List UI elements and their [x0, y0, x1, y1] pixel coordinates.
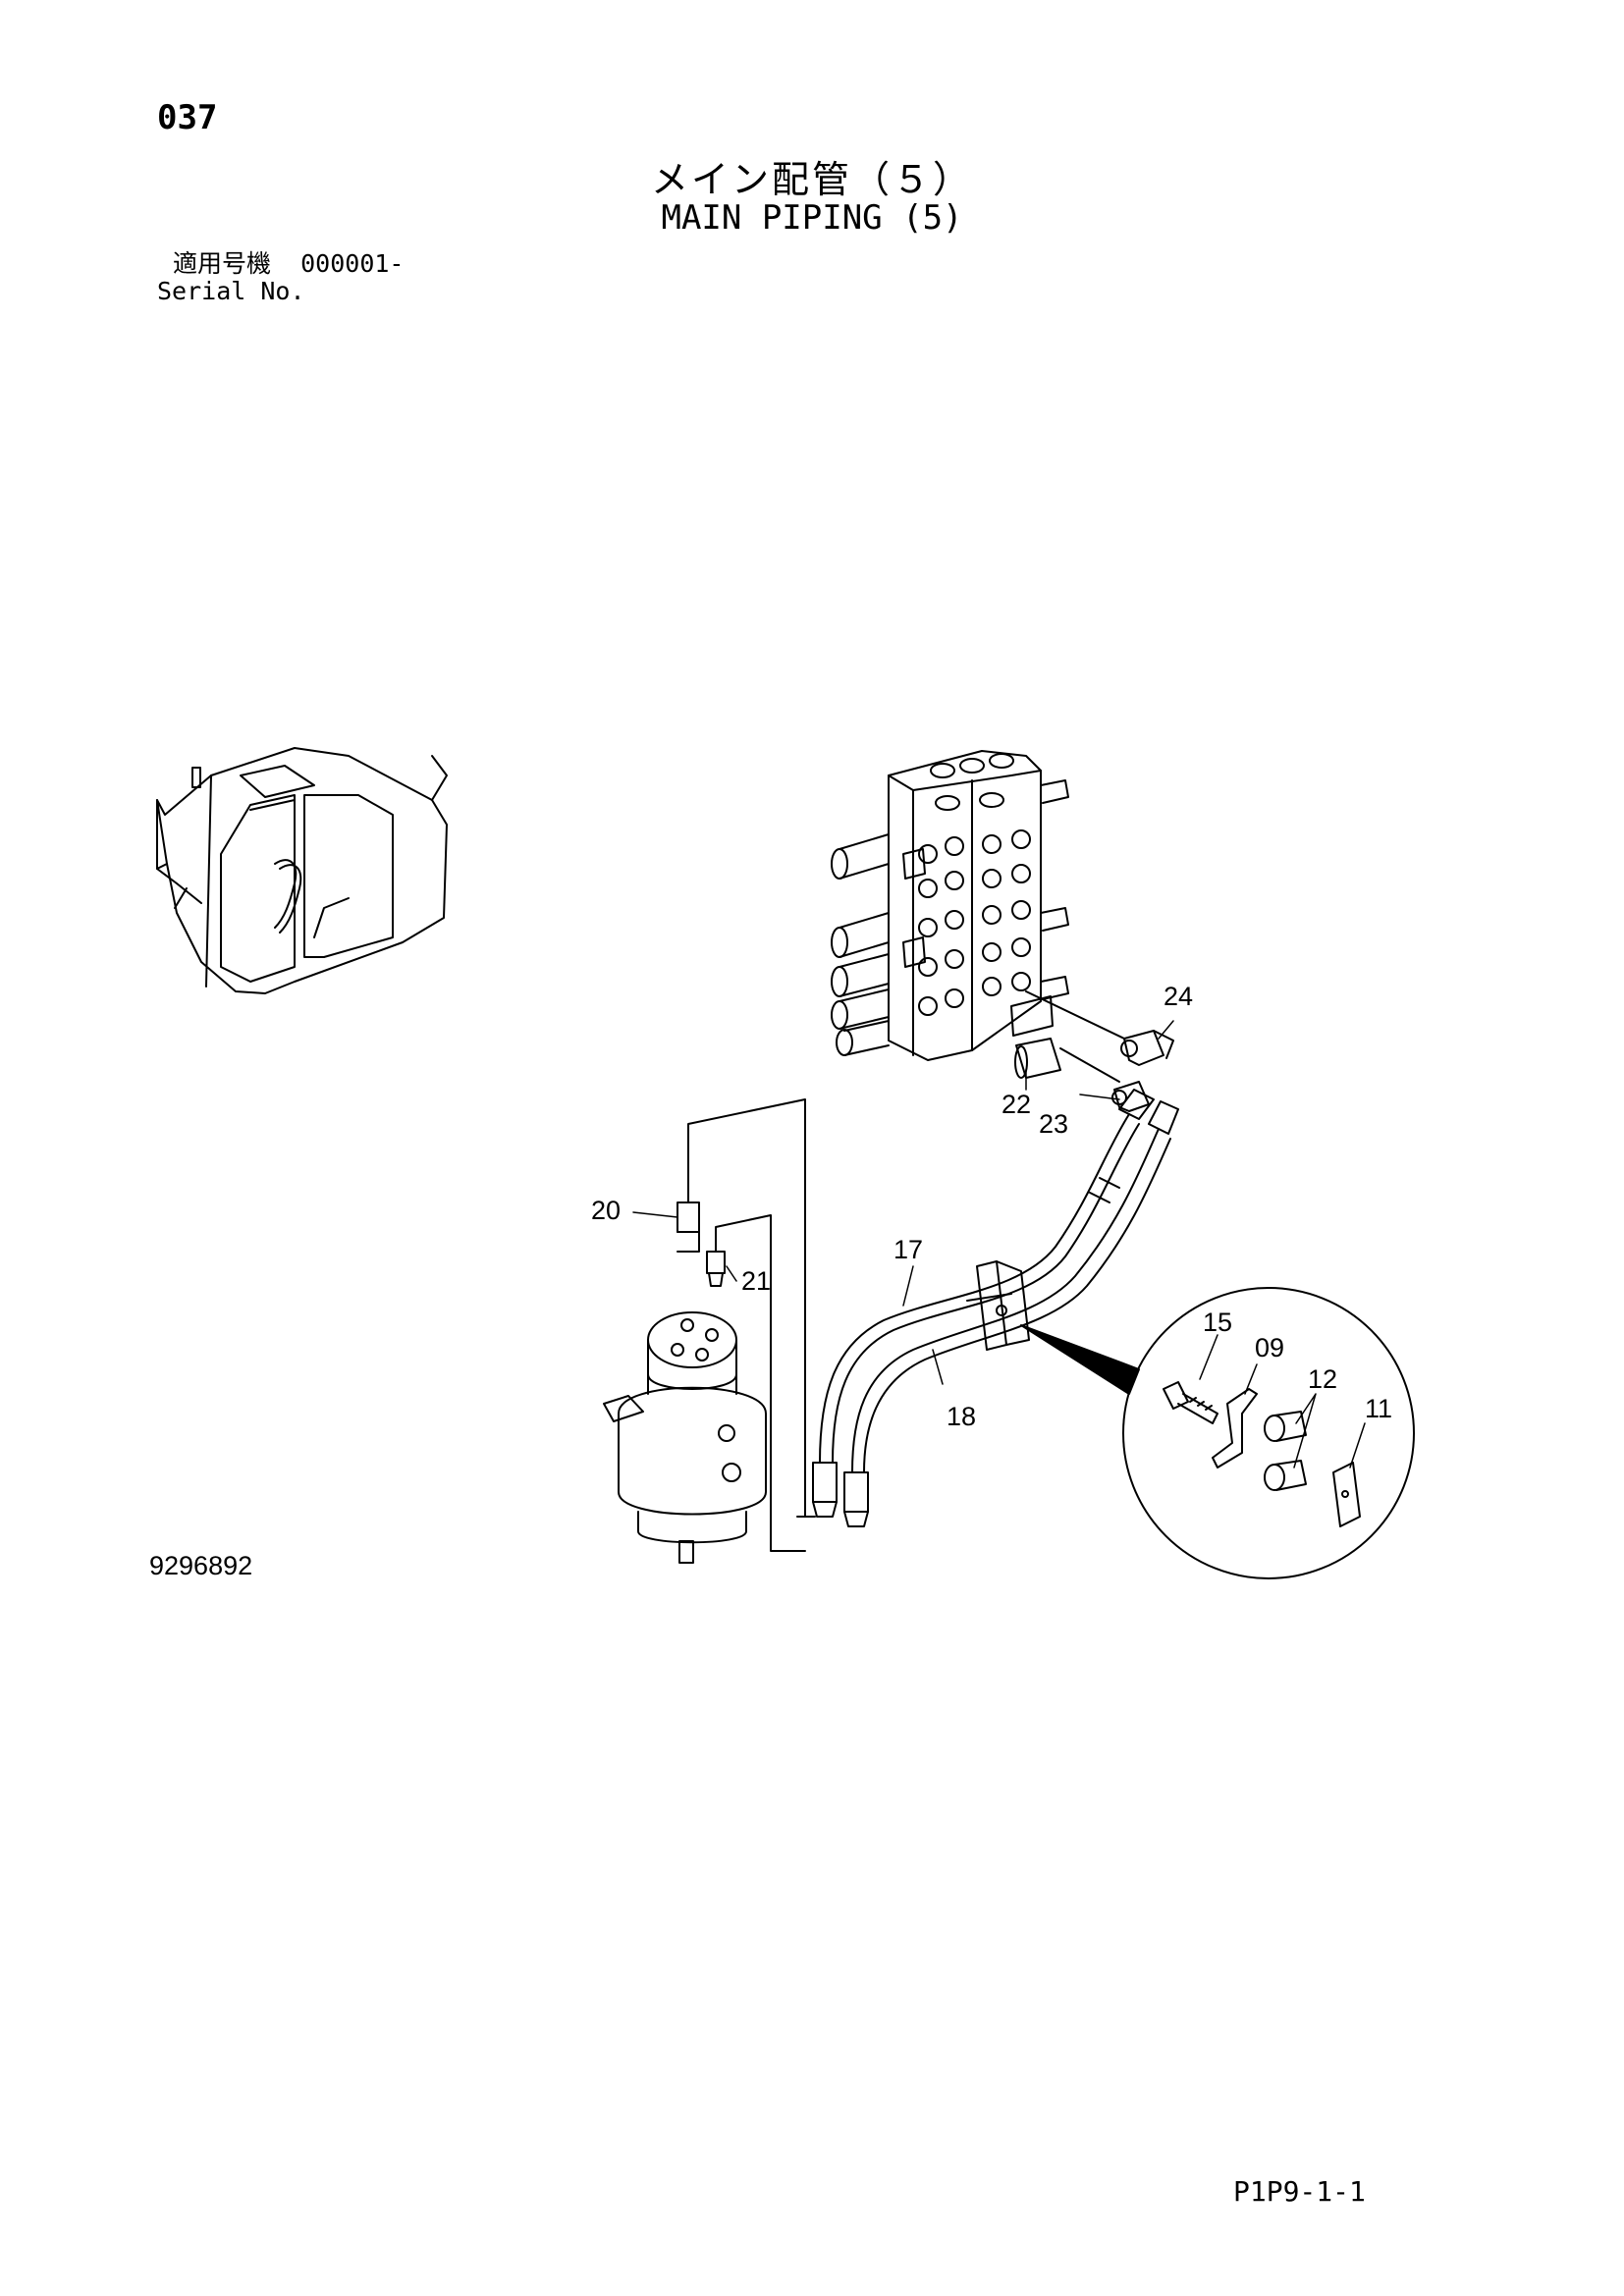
routing-line [715, 1214, 806, 1552]
serial-label-en: Serial No. [157, 277, 305, 305]
serial-value: 000001- [300, 249, 405, 278]
fitting-20 [677, 1177, 700, 1253]
hose-clamp [966, 1260, 1030, 1351]
detail-pointer [1020, 1324, 1140, 1395]
callout-17: 17 [893, 1235, 924, 1264]
elbow-24 [1120, 1030, 1174, 1066]
elbow-23 [1111, 1081, 1150, 1112]
callout-20: 20 [591, 1196, 622, 1225]
connector-line [1059, 1047, 1120, 1083]
connector-line [1025, 990, 1125, 1040]
title-english: MAIN PIPING (5) [661, 198, 963, 238]
callout-11: 11 [1365, 1394, 1393, 1423]
hoses-17-18 [812, 1089, 1179, 1527]
page-number: 037 [157, 98, 218, 137]
serial-applicability: 適用号機 000001- [173, 251, 404, 277]
callout-12: 12 [1308, 1364, 1338, 1394]
callout-23: 23 [1039, 1109, 1069, 1139]
adapter-22 [1014, 1038, 1061, 1079]
title-japanese: メイン配管（５） [650, 158, 973, 201]
fitting-21 [706, 1251, 726, 1287]
callout-22: 22 [1001, 1090, 1032, 1119]
callout-24: 24 [1164, 982, 1194, 1011]
control-valve [831, 750, 1069, 1061]
detail-view-circle [1122, 1287, 1415, 1579]
swivel-joint [603, 1311, 767, 1564]
callout-18: 18 [947, 1402, 977, 1431]
routing-line [687, 1098, 806, 1518]
serial-label-jp: 適用号機 [173, 249, 272, 278]
callout-09: 09 [1255, 1333, 1285, 1362]
callout-21: 21 [741, 1266, 772, 1296]
leader-lines [632, 1020, 1366, 1468]
callout-15: 15 [1203, 1308, 1233, 1337]
cab-locator-sketch [156, 747, 448, 994]
drawing-id: 9296892 [149, 1551, 253, 1580]
page-code: P1P9-1-1 [1233, 2175, 1366, 2208]
